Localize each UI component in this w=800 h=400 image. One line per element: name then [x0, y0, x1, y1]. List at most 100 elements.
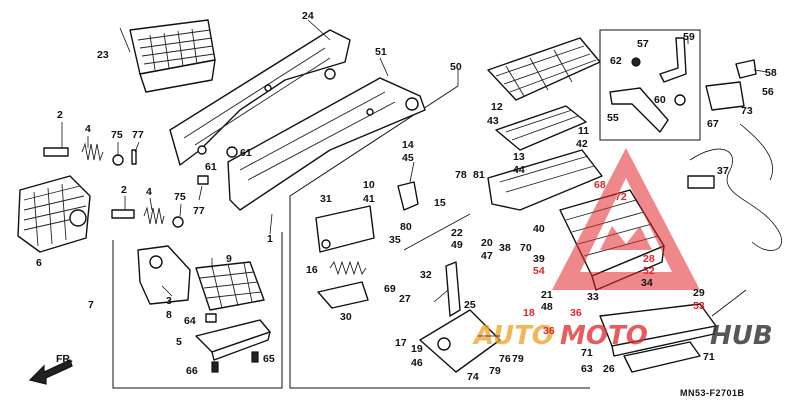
direction-label: FR.	[56, 353, 73, 365]
label-part-61a: 61	[240, 147, 252, 159]
part-5-base	[195, 319, 271, 361]
cable-37	[689, 148, 783, 251]
label-part-79b: 79	[512, 353, 524, 365]
part-13-plate	[495, 105, 587, 151]
frame-box-55-62	[599, 29, 701, 141]
label-part-9: 9	[226, 253, 232, 265]
rod-30	[317, 281, 369, 309]
label-part-50: 50	[450, 61, 462, 73]
label-part-71b: 71	[703, 351, 715, 363]
bracket-56	[705, 81, 745, 111]
cable-37-b	[739, 123, 773, 181]
label-part-40: 40	[533, 223, 545, 235]
label-part-16: 16	[306, 264, 318, 276]
label-part-13: 13	[513, 151, 525, 163]
watermark-triangle-icon	[552, 148, 700, 290]
watermark-word-moto: MOTO	[560, 321, 648, 351]
label-part-1: 1	[267, 233, 273, 245]
damper-37	[687, 175, 715, 189]
collar-77-upper	[197, 175, 209, 185]
label-part-69: 69	[384, 283, 396, 295]
grommet-61b	[197, 145, 207, 155]
part-23-pad	[129, 19, 216, 93]
frame-box-50	[289, 85, 590, 389]
label-part-26: 26	[603, 363, 615, 375]
label-part-6: 6	[36, 257, 42, 269]
drawing-code: MN53-F2701B	[680, 388, 745, 398]
label-part-38: 38	[499, 242, 511, 254]
label-part-61b: 61	[205, 161, 217, 173]
washer-75-upper	[112, 154, 124, 166]
label-part-70: 70	[520, 242, 532, 254]
frame-box-7	[112, 232, 283, 389]
label-part-54: 54	[533, 265, 545, 277]
label-part-3: 3	[166, 295, 172, 307]
part-11-board	[487, 149, 603, 211]
label-part-14: 14	[402, 139, 414, 151]
label-part-15: 15	[434, 197, 446, 209]
label-part-2a: 2	[57, 109, 63, 121]
part-6-footpeg	[17, 175, 91, 253]
label-part-34: 34	[641, 277, 653, 289]
label-part-75a: 75	[111, 129, 123, 141]
part-29-cover	[599, 303, 717, 357]
label-part-17: 17	[395, 337, 407, 349]
label-part-68: 68	[594, 179, 606, 191]
label-part-74: 74	[467, 371, 479, 383]
label-part-24: 24	[302, 10, 314, 22]
label-part-53: 53	[693, 300, 705, 312]
label-part-45: 45	[402, 152, 414, 164]
label-part-55: 55	[607, 112, 619, 124]
label-part-32: 32	[420, 269, 432, 281]
label-part-77b: 77	[193, 205, 205, 217]
label-part-7: 7	[88, 299, 94, 311]
label-part-65: 65	[263, 353, 275, 365]
bracket-14	[397, 181, 419, 211]
part-labels: 23 24 51 50 2 4 75 77 61 61 2 4 75 77 6 …	[36, 10, 777, 398]
watermark-triangle-m-icon	[600, 226, 652, 250]
rod-15	[403, 213, 471, 251]
label-part-51: 51	[375, 46, 387, 58]
part-12-pad	[487, 37, 601, 101]
lever-59	[659, 37, 687, 83]
link-22	[445, 261, 461, 317]
label-part-72: 72	[615, 191, 627, 203]
label-part-25: 25	[464, 299, 476, 311]
label-part-46: 46	[411, 357, 423, 369]
label-part-79a: 79	[489, 365, 501, 377]
part-26-trim	[623, 341, 701, 373]
label-part-8: 8	[166, 309, 172, 321]
part-9-rubber	[195, 261, 265, 311]
label-part-73: 73	[741, 105, 753, 117]
label-part-60: 60	[654, 94, 666, 106]
label-part-39: 39	[533, 253, 545, 265]
label-part-71a: 71	[581, 347, 593, 359]
label-part-30: 30	[340, 311, 352, 323]
label-part-27: 27	[399, 293, 411, 305]
label-part-22: 22	[451, 227, 463, 239]
part-24-cover	[169, 29, 351, 166]
part-51-cover	[227, 77, 426, 211]
spring-16	[329, 260, 367, 276]
label-part-37: 37	[717, 165, 729, 177]
cotter-77-upper	[131, 149, 137, 165]
label-part-10: 10	[363, 179, 375, 191]
label-part-36b: 36	[543, 325, 555, 337]
label-part-33: 33	[587, 291, 599, 303]
spring-4-lower	[143, 206, 165, 225]
label-part-12: 12	[491, 101, 503, 113]
label-part-47: 47	[481, 250, 493, 262]
grommet-61a	[226, 146, 238, 158]
label-part-21: 21	[541, 289, 553, 301]
label-part-11: 11	[578, 125, 589, 137]
label-part-19: 19	[411, 343, 423, 355]
label-part-76: 76	[499, 353, 511, 365]
bracket-55	[609, 87, 669, 133]
part-3-bracket	[137, 245, 191, 305]
label-part-63: 63	[581, 363, 593, 375]
label-part-66: 66	[186, 365, 198, 377]
label-part-44: 44	[513, 164, 525, 176]
label-part-31: 31	[320, 193, 332, 205]
label-part-5: 5	[176, 336, 182, 348]
